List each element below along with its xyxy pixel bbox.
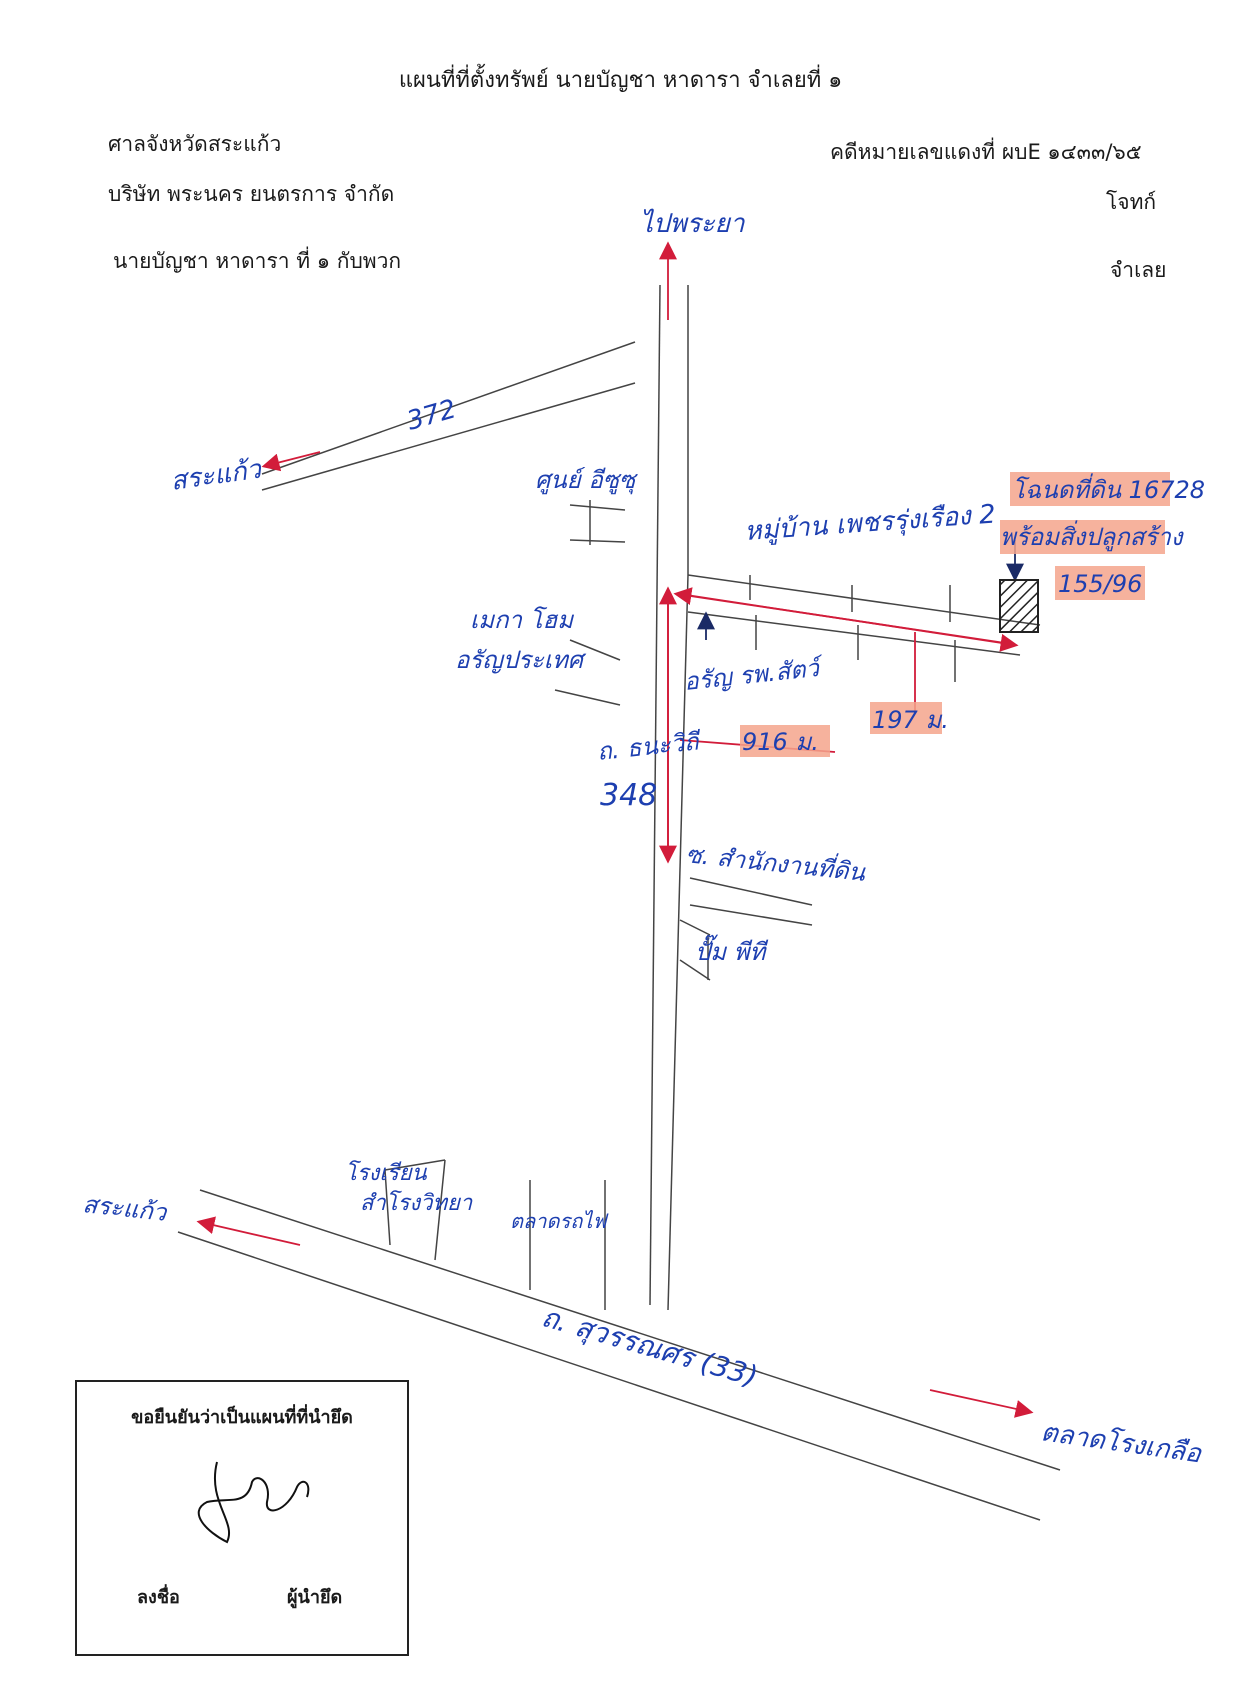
label-shop-line1: เมกา โฮม [470, 606, 574, 634]
label-house-with: พร้อมสิ่งปลูกสร้าง [1000, 520, 1185, 552]
label-to-sakaeo: สระแก้ว [169, 454, 265, 497]
label-title-deed: โฉนดที่ดิน 16728 [1012, 473, 1205, 504]
label-highway: ถ. สุวรรณศร (33) [538, 1300, 762, 1394]
confirmation-box: ขอยืนยันว่าเป็นแผนที่ที่นำยึด ลงชื่อ ผู้… [75, 1380, 409, 1656]
label-center-name: ศูนย์ อีซูซุ [535, 466, 638, 495]
label-gas-station: ปั๊ม พีที [695, 934, 768, 966]
seizer-label: ผู้นำยึด [287, 1587, 343, 1608]
label-animal-hospital: อรัญ รพ.สัตว์ [683, 653, 826, 696]
court-name: ศาลจังหวัดสระแก้ว [108, 132, 282, 156]
label-distance-197: 197 ม. [872, 706, 949, 734]
road-village [687, 574, 1041, 682]
sign-label: ลงชื่อ [137, 1587, 180, 1608]
road-348 [649, 284, 689, 1311]
label-temple-soi: ซ. สำนักงานที่ดิน [684, 837, 867, 887]
defendant-name: นายบัญชา หาดารา ที่ ๑ กับพวก [113, 249, 402, 273]
label-house-number: 155/96 [1058, 570, 1142, 598]
road-372 [261, 341, 636, 491]
label-village: หมู่บ้าน เพชรรุ่งเรือง 2 [743, 499, 996, 546]
plaintiff-name: บริษัท พระนคร ยนตรการ จำกัด [108, 182, 395, 206]
label-school-line1: โรงเรียน [345, 1160, 428, 1186]
signature [197, 1461, 310, 1544]
case-number: คดีหมายเลขแดงที่ ผบE ๑๔๓๓/๖๕ [830, 140, 1142, 164]
label-school-line2: สำโรงวิทยา [360, 1190, 473, 1216]
property-plot [999, 579, 1039, 633]
label-road-name: ถ. ธนะวิถี [596, 727, 703, 766]
map-title: แผนที่ที่ตั้งทรัพย์ นายบัญชา หาดารา จำเล… [398, 68, 843, 93]
defendant-role: จำเลย [1110, 258, 1167, 282]
label-to-border-market: ตลาดโรงเกลือ [1039, 1416, 1204, 1469]
road-suwannasorn [177, 1189, 1061, 1521]
label-road-348: 348 [600, 778, 657, 813]
confirmation-text: ขอยืนยันว่าเป็นแผนที่ที่นำยึด [131, 1407, 353, 1428]
label-market: ตลาดรถไฟ [510, 1209, 609, 1233]
plaintiff-role: โจทก์ [1106, 190, 1157, 214]
label-to-sakaeo-2: สระแก้ว [81, 1190, 169, 1227]
label-to-north: ไปพระยา [640, 208, 746, 239]
label-road-372: 372 [404, 394, 460, 437]
label-shop-line2: อรัญประเทศ [455, 646, 587, 674]
label-distance-916: 916 ม. [742, 728, 819, 756]
